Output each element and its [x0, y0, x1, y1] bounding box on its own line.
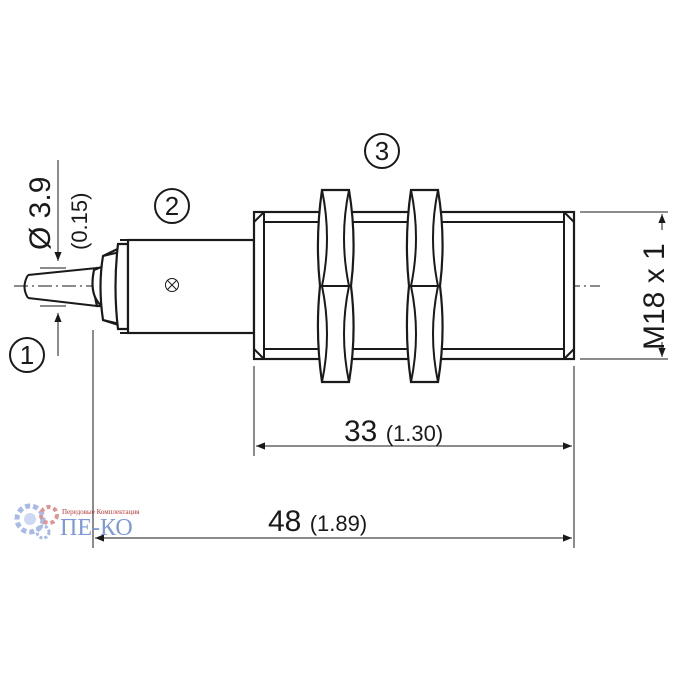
cable [23, 267, 98, 307]
callout-1: 1 [9, 337, 45, 373]
callout-1-number: 1 [20, 340, 34, 370]
watermark-tagline: Передовые Комплектация [62, 508, 140, 516]
thread-dimension: M18 x 1 [580, 211, 671, 360]
peko-watermark-logo: ПЕ-КО Передовые Комплектация [14, 503, 140, 541]
watermark-name: ПЕ-КО [60, 515, 133, 541]
cable-diameter-inch-label: (0.15) [67, 193, 92, 250]
thread-label: M18 x 1 [638, 243, 671, 350]
led-indicator-icon [165, 278, 179, 292]
total-length-text: 48 (1.89) [268, 505, 367, 538]
total-length-inch: (1.89) [310, 511, 367, 536]
callout-2-number: 2 [165, 191, 179, 221]
callout-2: 2 [154, 188, 190, 224]
threaded-length-inch: (1.30) [386, 421, 443, 446]
cable-diameter-label: Ø 3.9 [24, 177, 57, 250]
threaded-length-text: 33 (1.30) [344, 415, 443, 448]
gear-icon [14, 503, 59, 540]
total-length-value: 48 [268, 505, 301, 538]
callout-3-number: 3 [375, 136, 389, 166]
mounting-nut-1 [316, 188, 355, 384]
threaded-length-dimension: 33 (1.30) [253, 366, 575, 548]
led-end-cap [91, 238, 256, 335]
threaded-length-value: 33 [344, 415, 377, 448]
mounting-nut-2 [405, 188, 444, 384]
cable-diameter-dimension: Ø 3.9 (0.15) [24, 160, 92, 356]
callout-3: 3 [364, 133, 400, 169]
total-length-dimension: 48 (1.89) [92, 330, 572, 548]
